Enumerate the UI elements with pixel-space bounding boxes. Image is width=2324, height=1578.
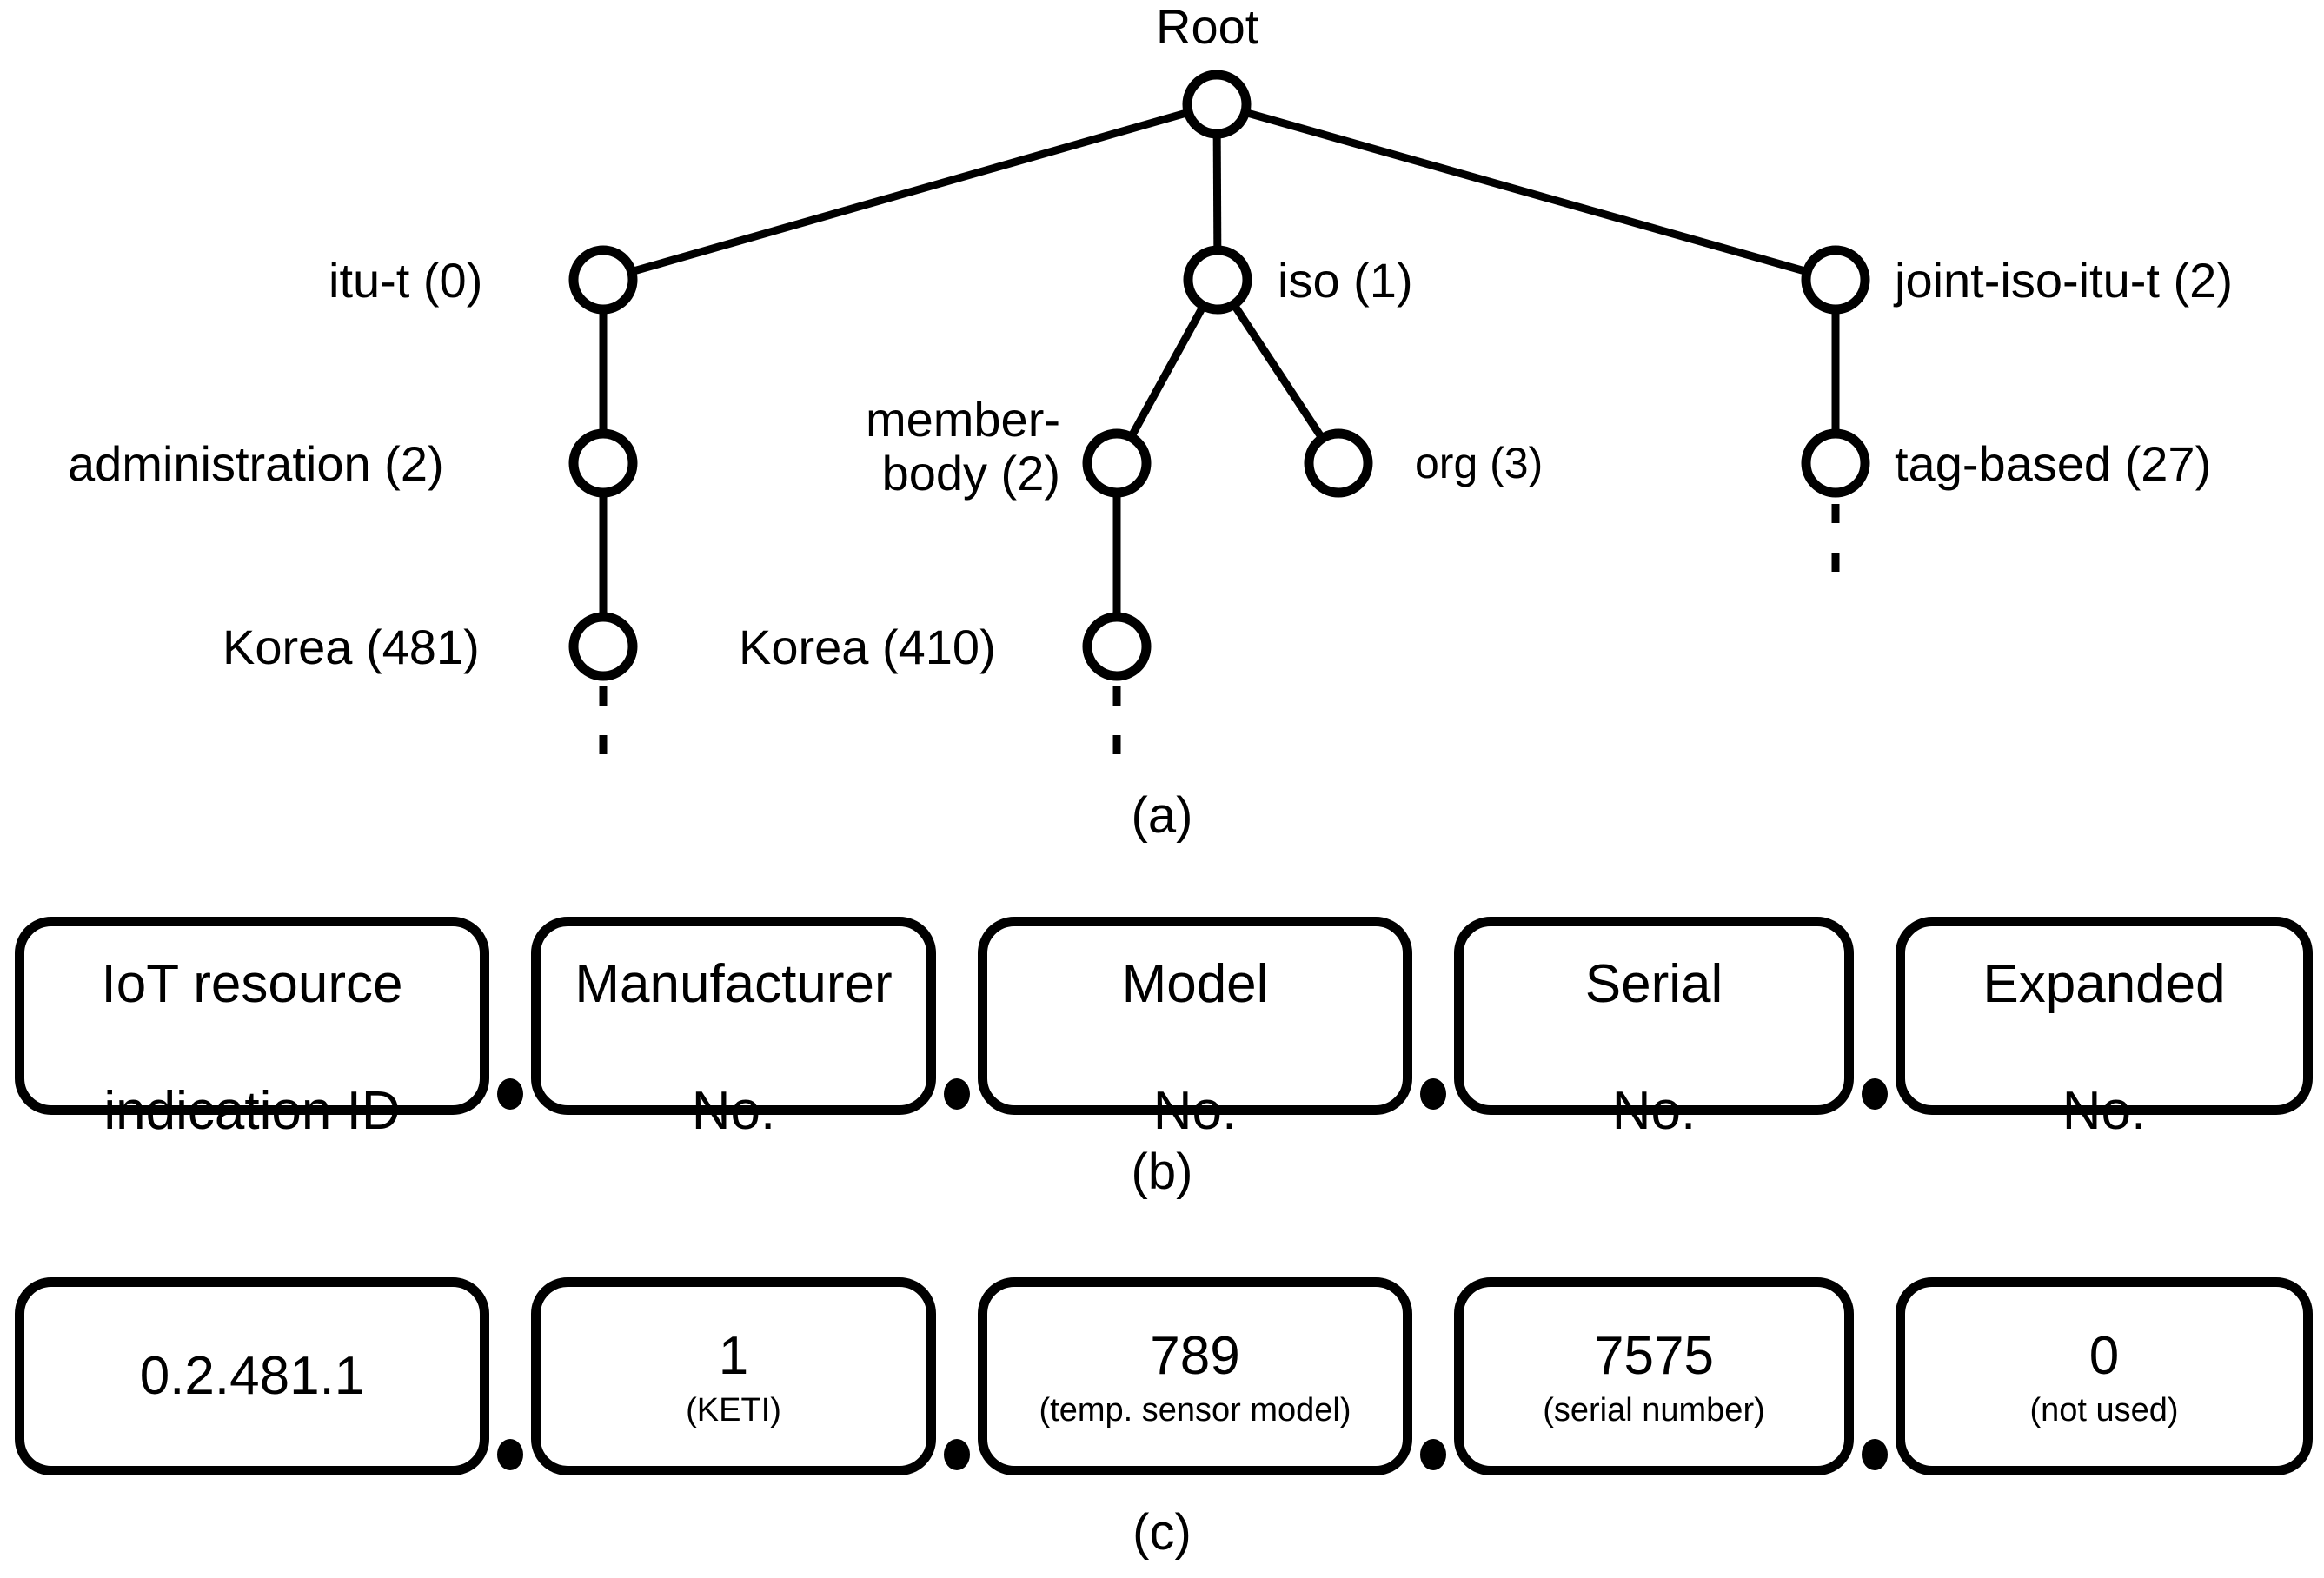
example-value-5: 0 bbox=[2088, 1325, 2120, 1386]
format-line-5b: No. bbox=[2062, 1081, 2147, 1142]
tree-label-korea-410: Korea (410) bbox=[739, 620, 996, 674]
tree-node-iso[interactable] bbox=[1183, 245, 1252, 315]
example-row: 0.2.481.1 1 (KETI) 789 (temp. sensor mod… bbox=[0, 1277, 2324, 1475]
format-box-label-3: Model No. bbox=[1122, 889, 1269, 1144]
tree-nodes bbox=[568, 70, 1870, 681]
caption-b: (b) bbox=[1131, 1144, 1193, 1200]
separator-dot-4 bbox=[1862, 1078, 1888, 1110]
example-note-3: (temp. sensor model) bbox=[1039, 1391, 1351, 1429]
example-separator-dot-4 bbox=[1862, 1439, 1888, 1470]
format-box-label-2: Manufacturer No. bbox=[574, 889, 892, 1144]
oid-tree-diagram bbox=[568, 70, 1870, 765]
format-line-5a: Expanded bbox=[1982, 953, 2226, 1014]
format-line-4a: Serial bbox=[1584, 953, 1723, 1014]
format-line-4b: No. bbox=[1611, 1081, 1697, 1142]
tree-label-joint-iso-itu-t: joint-iso-itu-t (2) bbox=[1895, 253, 2233, 308]
example-value-2: 1 bbox=[718, 1325, 749, 1386]
example-box-expanded-no[interactable]: 0 (not used) bbox=[1896, 1277, 2313, 1475]
edge-iso-member-body bbox=[1113, 277, 1221, 466]
tree-label-iso: iso (1) bbox=[1278, 253, 1413, 308]
member-body-line1: member- bbox=[865, 392, 1060, 447]
example-note-4: (serial number) bbox=[1543, 1391, 1765, 1429]
edge-root-joint bbox=[1215, 100, 1837, 284]
example-separator-dot-3 bbox=[1420, 1439, 1446, 1470]
example-value-4: 7575 bbox=[1594, 1325, 1714, 1386]
edge-root-itu-t bbox=[601, 100, 1218, 284]
tree-node-joint-iso-itu-t[interactable] bbox=[1801, 245, 1870, 315]
example-box-manufacturer-no[interactable]: 1 (KETI) bbox=[531, 1277, 936, 1475]
caption-a: (a) bbox=[1131, 787, 1193, 844]
tree-label-korea-481: Korea (481) bbox=[222, 620, 480, 674]
tree-label-member-body: member- body (2) bbox=[765, 393, 1060, 500]
format-box-iot-resource-indication-id[interactable]: IoT resource indication ID bbox=[15, 917, 489, 1141]
tree-label-tag-based: tag-based (27) bbox=[1895, 436, 2212, 491]
format-box-serial-no[interactable]: Serial No. bbox=[1454, 917, 1854, 1141]
edge-iso-org bbox=[1214, 277, 1342, 466]
format-box-manufacturer-no[interactable]: Manufacturer No. bbox=[531, 917, 936, 1141]
tree-label-itu-t: itu-t (0) bbox=[329, 253, 483, 308]
example-separator-dot-1 bbox=[497, 1439, 523, 1470]
tree-node-korea-481[interactable] bbox=[568, 612, 638, 681]
caption-c: (c) bbox=[1132, 1504, 1192, 1561]
format-box-label-1: IoT resource indication ID bbox=[102, 889, 403, 1144]
format-row: IoT resource indication ID Manufacturer … bbox=[0, 917, 2324, 1141]
tree-node-org[interactable] bbox=[1304, 428, 1373, 498]
format-line-1a: IoT resource bbox=[101, 953, 403, 1014]
example-note-2: (KETI) bbox=[686, 1391, 781, 1429]
member-body-line2: body (2) bbox=[881, 445, 1060, 501]
format-box-expanded-no[interactable]: Expanded No. bbox=[1896, 917, 2313, 1141]
tree-node-tag-based[interactable] bbox=[1801, 428, 1870, 498]
separator-dot-1 bbox=[497, 1078, 523, 1110]
format-line-2b: No. bbox=[691, 1081, 776, 1142]
example-box-model-no[interactable]: 789 (temp. sensor model) bbox=[978, 1277, 1412, 1475]
tree-node-root[interactable] bbox=[1182, 70, 1252, 139]
tree-edges bbox=[599, 100, 1840, 646]
tree-label-org: org (3) bbox=[1415, 439, 1544, 487]
example-value-3: 789 bbox=[1150, 1325, 1240, 1386]
tree-continuation-dots bbox=[599, 504, 1840, 765]
format-box-label-5: Expanded No. bbox=[1982, 889, 2225, 1144]
tree-node-administration[interactable] bbox=[568, 428, 638, 498]
format-box-model-no[interactable]: Model No. bbox=[978, 917, 1412, 1141]
example-box-iot-resource-indication-id[interactable]: 0.2.481.1 bbox=[15, 1277, 489, 1475]
format-line-3b: No. bbox=[1152, 1081, 1238, 1142]
example-value-1: 0.2.481.1 bbox=[139, 1346, 365, 1407]
example-box-serial-no[interactable]: 7575 (serial number) bbox=[1454, 1277, 1854, 1475]
tree-node-itu-t[interactable] bbox=[568, 245, 638, 315]
format-line-1b: indication ID bbox=[103, 1081, 401, 1142]
tree-node-korea-410[interactable] bbox=[1082, 612, 1152, 681]
tree-node-member-body[interactable] bbox=[1082, 428, 1152, 498]
separator-dot-3 bbox=[1420, 1078, 1446, 1110]
format-box-label-4: Serial No. bbox=[1585, 889, 1723, 1144]
format-line-3a: Model bbox=[1121, 953, 1269, 1014]
tree-label-administration: administration (2) bbox=[68, 436, 444, 491]
tree-label-root: Root bbox=[1156, 0, 1259, 54]
example-note-5: (not used) bbox=[2029, 1391, 2179, 1429]
separator-dot-2 bbox=[944, 1078, 970, 1110]
example-separator-dot-2 bbox=[944, 1439, 970, 1470]
format-line-2a: Manufacturer bbox=[574, 953, 893, 1014]
